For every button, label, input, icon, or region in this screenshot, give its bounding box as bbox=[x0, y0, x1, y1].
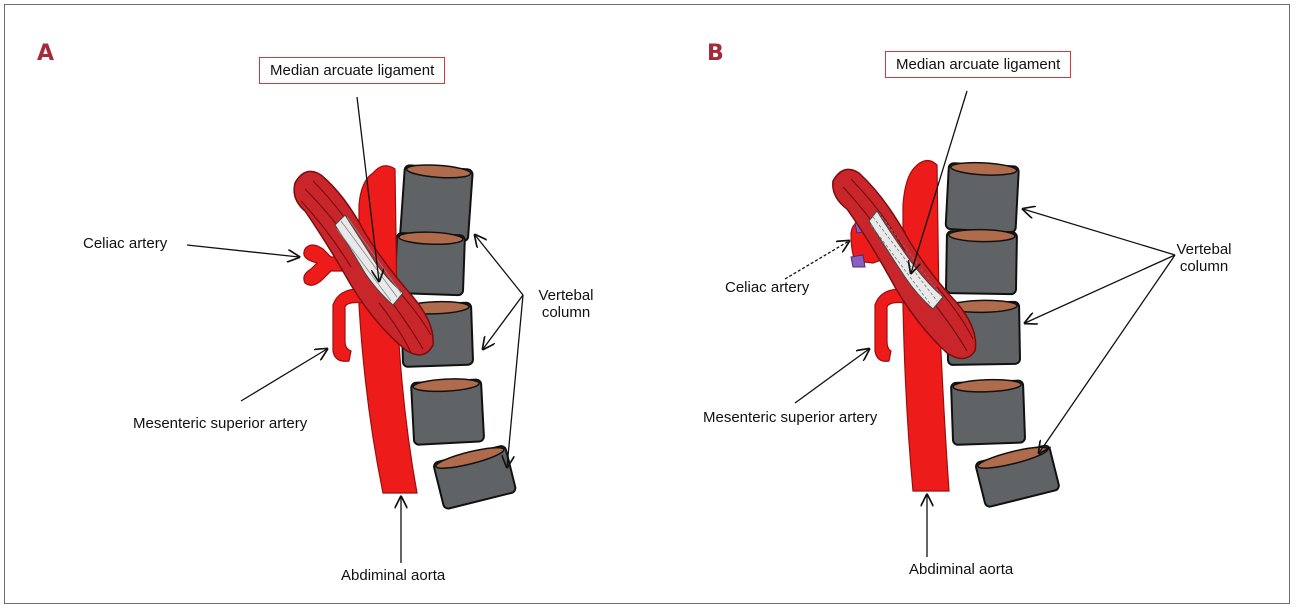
celiac-pointer-a bbox=[187, 245, 299, 257]
figure-frame: A bbox=[4, 4, 1290, 604]
vertebra bbox=[411, 377, 484, 445]
panel-b: B bbox=[675, 5, 1296, 605]
sma-pointer-a bbox=[241, 349, 327, 401]
vertebral-pointer-a-1 bbox=[475, 235, 523, 295]
vertebral-label-line1-a: Vertebal bbox=[531, 287, 601, 304]
celiac-label-a: Celiac artery bbox=[83, 235, 167, 252]
vertebra bbox=[400, 163, 473, 242]
sma-label-a: Mesenteric superior artery bbox=[133, 415, 307, 432]
vertebral-pointer-a-2 bbox=[483, 295, 523, 349]
vertebra bbox=[975, 443, 1060, 508]
vertebra bbox=[946, 229, 1017, 294]
vertebral-label-line2-a: column bbox=[531, 304, 601, 321]
vertebral-pointer-b-2 bbox=[1025, 255, 1175, 323]
vertebral-pointer-b-3 bbox=[1039, 255, 1175, 453]
vertebral-label-line1-b: Vertebal bbox=[1169, 241, 1239, 258]
ligament-label-box-b: Median arcuate ligament bbox=[885, 51, 1071, 78]
vertebral-label-line2-b: column bbox=[1169, 258, 1239, 275]
sma-pointer-b bbox=[795, 349, 869, 403]
vertebra bbox=[946, 161, 1019, 233]
vertebra bbox=[433, 443, 517, 509]
vertebral-pointer-a-3 bbox=[507, 295, 523, 467]
sma-label-b: Mesenteric superior artery bbox=[703, 409, 877, 426]
vertebral-pointer-b-1 bbox=[1023, 209, 1175, 255]
panel-a: A bbox=[5, 5, 645, 605]
ligament-label-box-a: Median arcuate ligament bbox=[259, 57, 445, 84]
aorta-label-b: Abdiminal aorta bbox=[909, 561, 1013, 578]
vertebral-label-b: Vertebal column bbox=[1169, 241, 1239, 276]
vertebra bbox=[951, 378, 1025, 444]
aorta-label-a: Abdiminal aorta bbox=[341, 567, 445, 584]
celiac-label-b: Celiac artery bbox=[725, 279, 809, 296]
celiac-pointer-b bbox=[785, 241, 849, 279]
vertebra bbox=[395, 231, 465, 295]
anatomy-illustration-b bbox=[675, 5, 1296, 605]
vertebral-label-a: Vertebal column bbox=[531, 287, 601, 322]
